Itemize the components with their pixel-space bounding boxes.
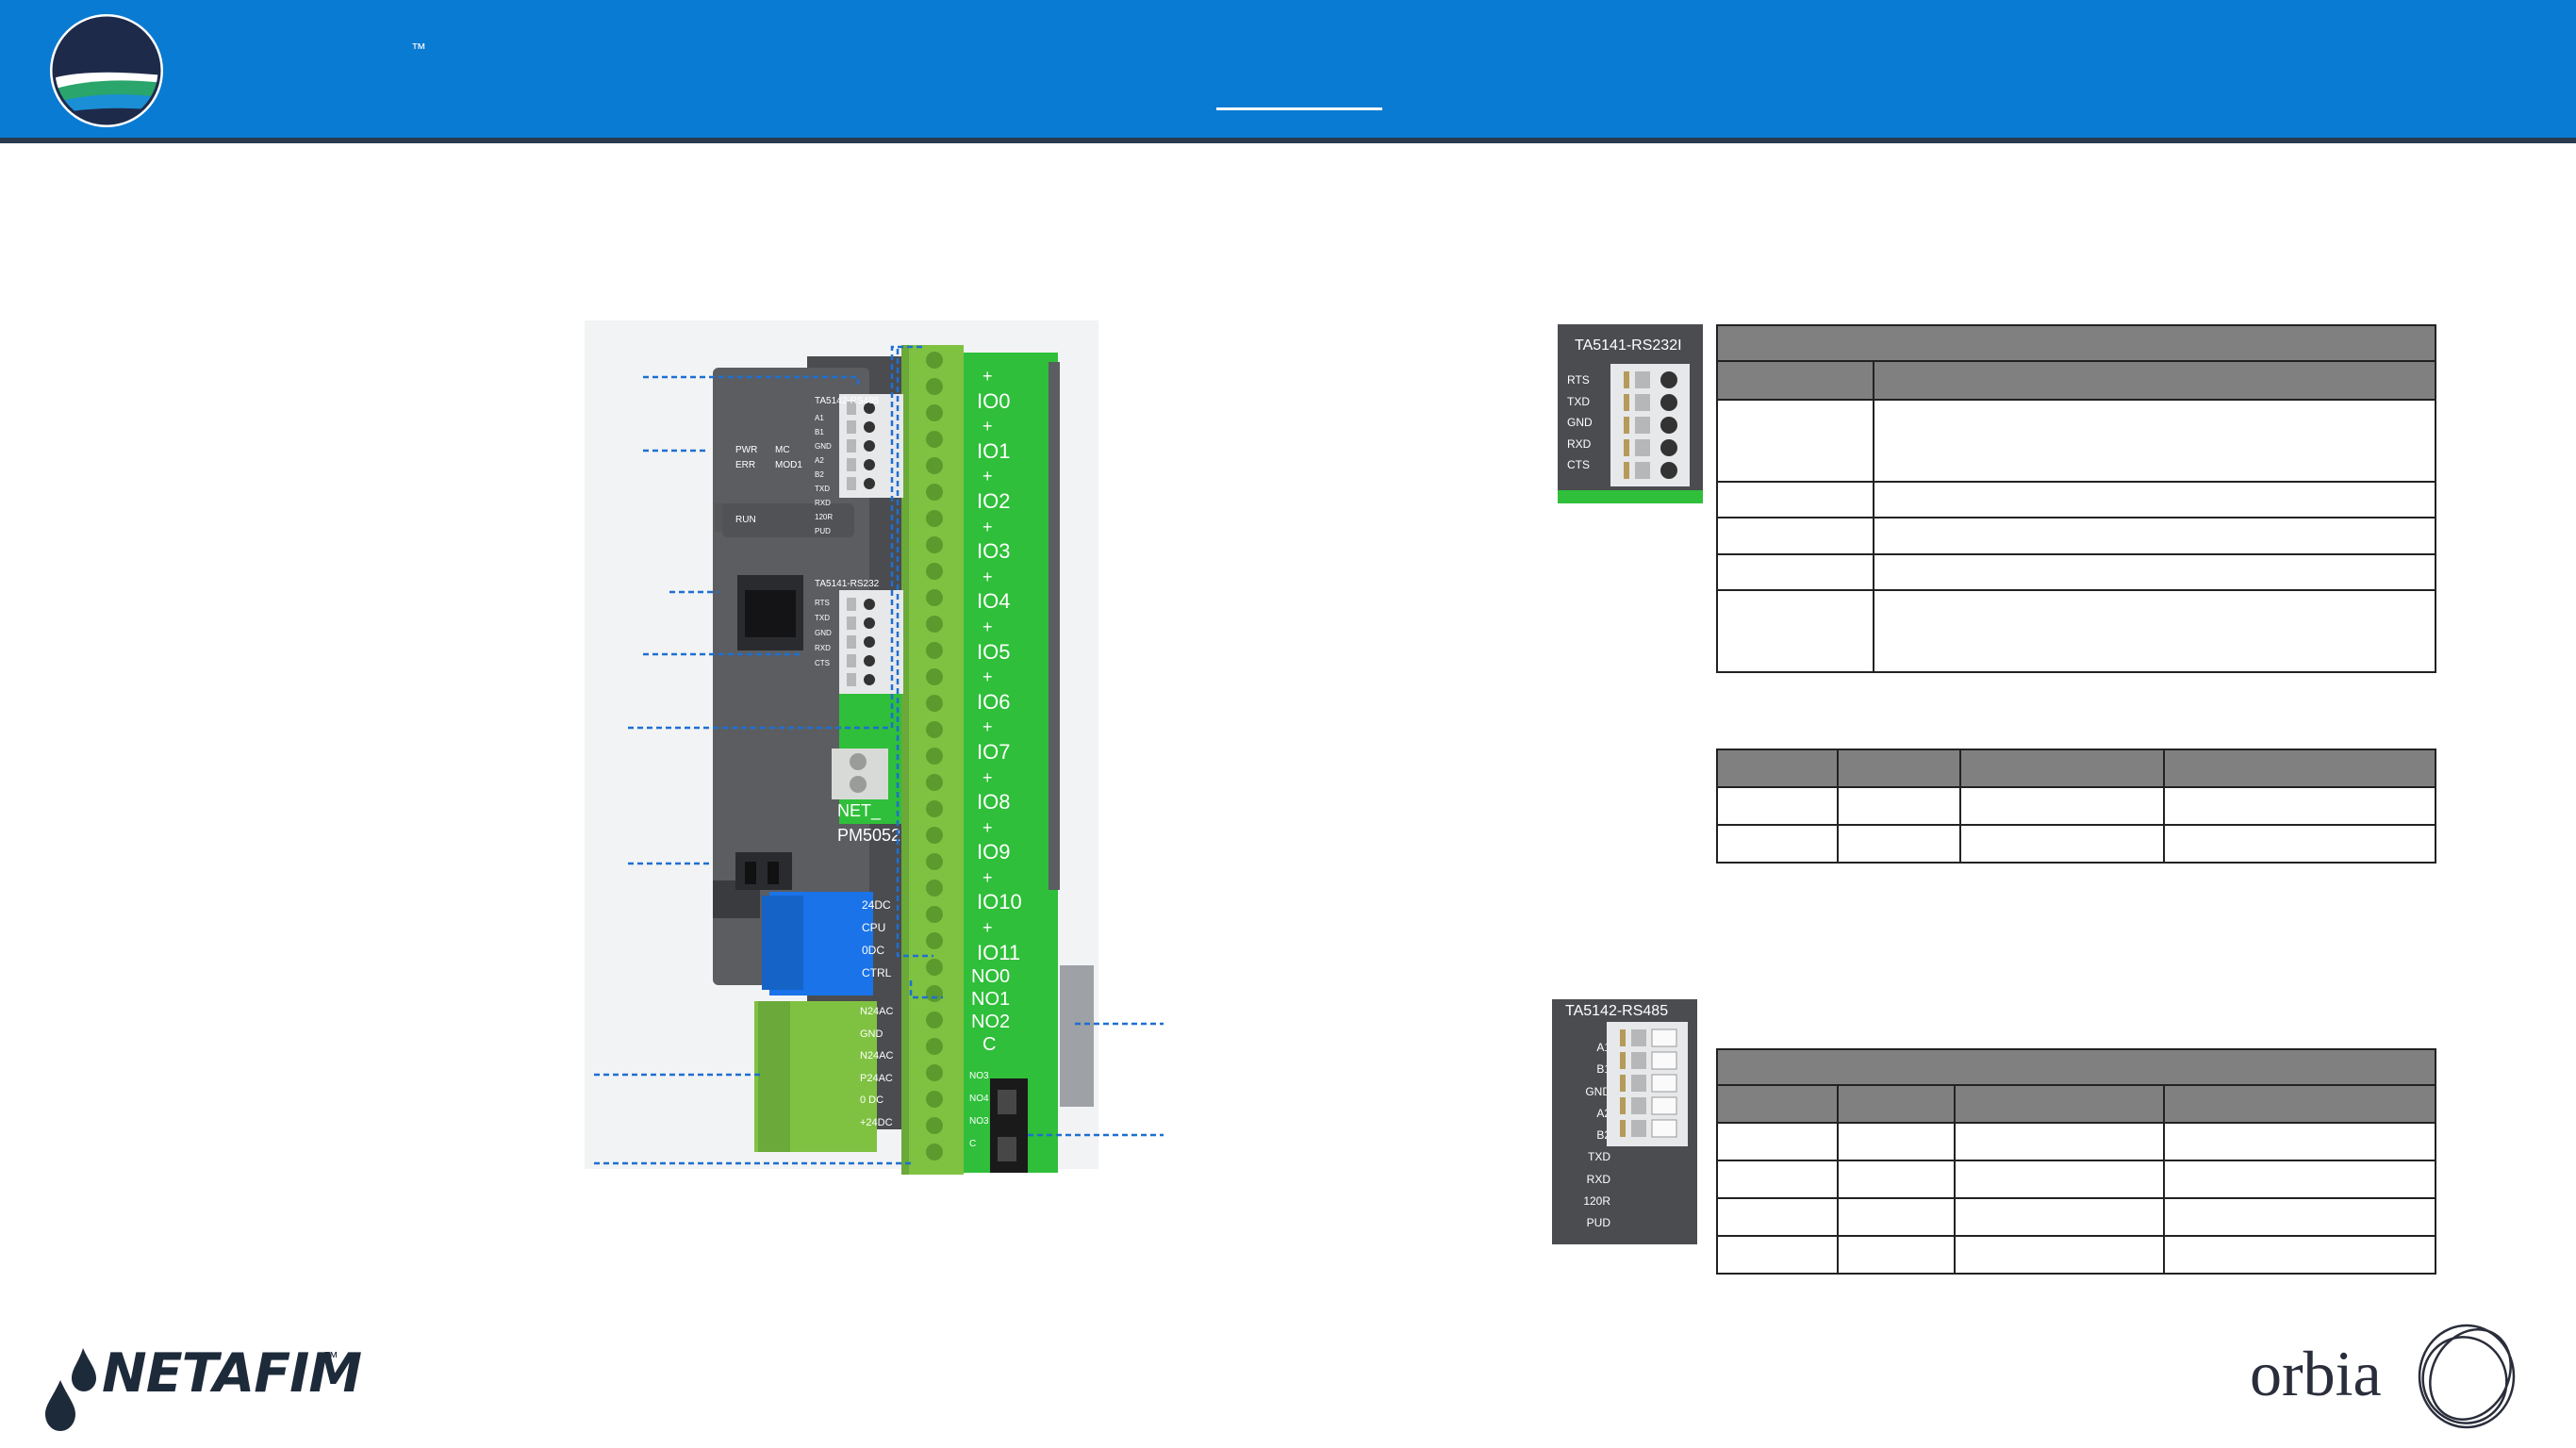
pm-label: PM5052 [837,826,901,845]
led-mod1: MOD1 [775,460,802,470]
table2-cell [2163,824,2436,864]
table1-cell [1716,480,1874,519]
board-rs232-label: TA5141-RS232 [815,579,880,589]
company-logo [49,13,164,128]
table1-cell [1873,552,2436,592]
table3-cell [2163,1197,2436,1237]
io-labels: +IO0 +IO1 +IO2 +IO3 +IO4 +IO5 +IO6 +IO7 … [977,367,1022,964]
orbia-rings-icon [2412,1322,2519,1433]
rs485-module-connector [1607,1022,1688,1146]
netafim-trademark: ™ [323,1350,339,1366]
table2-header-cell [2163,749,2436,788]
table3-cell [1716,1235,1839,1275]
trademark-symbol: ™ [411,41,426,58]
table3-cell [1837,1197,1956,1237]
table3-cell [1837,1235,1956,1275]
table3-cell [2163,1122,2436,1161]
table1-cell [1873,517,2436,555]
table2-cell [1959,824,2165,864]
table3-cell [1954,1160,2165,1199]
table3-cell [1837,1122,1956,1161]
callout-leader-lines [594,345,1164,1165]
rs485-module-title: TA5142-RS485 [1565,1003,1669,1019]
table2-header-cell [1716,749,1839,788]
table1-header-cell [1716,360,1874,401]
table3-cell [1716,1160,1839,1199]
table3-title-row [1716,1048,2436,1086]
rs232-module-pcb-edge [1558,490,1703,503]
led-err: ERR [735,460,756,470]
rs485-connector-block [843,398,881,496]
table1-cell [1716,552,1874,592]
table3-cell [1716,1197,1839,1237]
rs485-settings-table [1716,1048,2436,1275]
table2-cell [2163,786,2436,826]
table3-header-cell [1954,1084,2165,1124]
table2-cell [1837,786,1961,826]
table3-header-cell [2163,1084,2436,1124]
table1-header-cell [1873,360,2436,401]
table1-cell [1716,589,1874,673]
table1-cell [1873,589,2436,673]
rs232-module-title: TA5141-RS232I [1575,337,1682,354]
header-bar [0,0,2576,143]
table1-cell [1873,398,2436,483]
rs232-module-connector [1610,364,1690,486]
table1-cell [1873,480,2436,519]
table1-cell [1716,398,1874,483]
table3-cell [1954,1122,2165,1161]
terminal-screws [920,351,949,1171]
led-run: RUN [735,515,756,525]
table3-cell [2163,1160,2436,1199]
table3-cell [1954,1197,2165,1237]
table3-header-cell [1837,1084,1956,1124]
table1-title-row [1716,323,2436,363]
table3-cell [1716,1122,1839,1161]
table2-header-cell [1837,749,1961,788]
board-rs485-label: TA5142-RS485 [815,396,880,406]
table1-cell [1716,517,1874,555]
netafim-logo-text: NETAFIM [102,1342,362,1405]
table3-cell [1954,1235,2165,1275]
header-underline [1216,107,1382,110]
table2-cell [1716,786,1839,826]
rs232-settings-table [1716,749,2436,864]
rs232-connector-block [843,594,881,692]
orbia-logo-text: orbia [2250,1338,2382,1409]
table3-cell [2163,1235,2436,1275]
led-pwr: PWR [735,445,758,455]
table3-header-cell [1716,1084,1839,1124]
netafim-drops-icon [45,1348,98,1431]
table2-cell [1716,824,1839,864]
net-label: NET_ [837,801,882,820]
table3-cell [1837,1160,1956,1199]
rs232-pin-table [1716,323,2436,673]
table2-cell [1959,786,2165,826]
table2-header-cell [1959,749,2165,788]
led-mc: MC [775,445,790,455]
table2-cell [1837,824,1961,864]
